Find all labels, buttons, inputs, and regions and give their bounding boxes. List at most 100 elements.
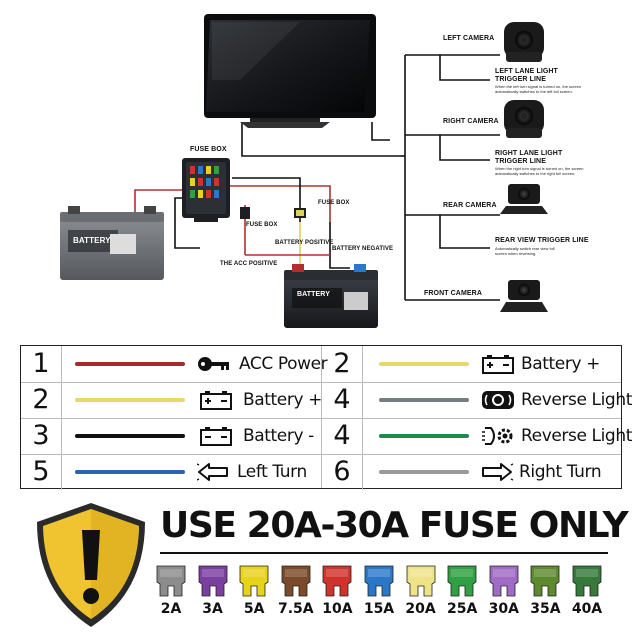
wire-label: Battery + <box>521 354 600 374</box>
reverse-light-icon <box>482 391 514 409</box>
legend-row: 5 Left Turn 6 Right Turn <box>21 454 621 490</box>
fuse-rating-label: 5A <box>243 601 265 617</box>
wire-label: ACC Power <box>239 354 328 374</box>
wire-number: 3 <box>32 420 50 451</box>
fuse-box <box>182 158 230 222</box>
blade-fuse-icon <box>364 565 394 597</box>
blade-fuse-icon <box>447 565 477 597</box>
wire-number: 2 <box>333 348 351 379</box>
right-trigger-desc-2: automatically switches to the right full… <box>495 171 576 176</box>
battery-brand-2: BATTERY <box>297 291 330 298</box>
right-camera-icon <box>504 100 544 138</box>
legend-cell-divider <box>362 454 363 490</box>
warning-shield-icon <box>37 503 145 627</box>
wire-number: 5 <box>32 456 50 487</box>
legend-cell-divider <box>61 382 62 418</box>
blade-fuse-icon <box>406 565 435 597</box>
wire-swatch-battery-plus <box>379 362 469 366</box>
wire-swatch-reverse-light-2 <box>379 434 469 438</box>
right-trigger-desc-1: When the right turn signal is turned on,… <box>495 166 584 171</box>
wire-swatch-right-turn <box>379 470 469 474</box>
fuse-rating-label: 2A <box>160 601 182 617</box>
wire-number: 1 <box>32 348 50 379</box>
rear-camera-icon <box>500 184 548 214</box>
fuse-title-underline <box>160 552 608 554</box>
fuse-warning-title: USE 20A-30A FUSE ONLY <box>160 505 629 546</box>
fuse-rating-label: 7.5A <box>277 601 314 617</box>
wire-label: Reverse Light <box>521 426 632 446</box>
blade-fuse-icon <box>156 565 186 597</box>
legend-cell-divider <box>61 346 62 382</box>
legend-row: 2 Battery + 4 Reverse Light <box>21 382 632 419</box>
wire-number: 2 <box>32 384 50 415</box>
right-camera-label: RIGHT CAMERA <box>443 118 499 125</box>
car-battery <box>60 206 164 280</box>
key-icon <box>198 357 229 371</box>
battery-brand: BATTERY <box>73 236 111 245</box>
battery-icon <box>200 427 232 446</box>
legend-cell-divider <box>362 382 363 418</box>
rear-trigger-label: REAR VIEW TRIGGER LINE <box>495 237 589 244</box>
fuse-rating-label: 40A <box>571 601 603 617</box>
battery-positive-label: BATTERY POSITIVE <box>275 240 334 246</box>
front-camera-icon <box>500 280 548 312</box>
monitor-screen <box>204 14 376 128</box>
wire-label: Right Turn <box>519 462 602 482</box>
left-trigger-label-2: TRIGGER LINE <box>495 76 546 83</box>
left-trigger-desc-1: When the left turn signal is turned on, … <box>495 84 582 89</box>
left-trigger-label-1: LEFT LANE LIGHT <box>495 68 558 75</box>
legend-row: 1 ACC Power 2 Battery + <box>21 346 621 383</box>
wire-label: Battery - <box>243 426 314 446</box>
legend-row: 3 Battery - 4 Reverse Light <box>21 418 632 455</box>
wire-number: 6 <box>333 456 351 487</box>
wire-label: Battery + <box>243 390 322 410</box>
legend-cell-divider <box>362 418 363 454</box>
blade-fuse-icon <box>322 565 352 597</box>
fuse-rating-label: 10A <box>322 601 353 617</box>
blade-fuse-icon <box>239 565 269 597</box>
wire-swatch-battery-plus <box>75 398 185 402</box>
auxiliary-battery <box>284 264 378 328</box>
fuse-rating-label: 20A <box>405 601 436 617</box>
wire-swatch-acc-power <box>75 362 185 366</box>
right-trigger-label-2: TRIGGER LINE <box>495 158 546 165</box>
blade-fuse-icon <box>572 565 602 597</box>
wire-number: 4 <box>333 420 351 451</box>
wiring-diagram <box>60 14 548 328</box>
left-camera-label: LEFT CAMERA <box>443 35 495 42</box>
acc-positive-label: THE ACC POSITIVE <box>220 261 278 267</box>
wire-label: Reverse Light <box>521 390 632 410</box>
legend-cell-divider <box>362 346 363 382</box>
battery-negative-label: BATTERY NEGATIVE <box>332 246 394 252</box>
blade-fuse-icon <box>530 565 560 597</box>
battery-icon <box>200 391 232 410</box>
rear-trigger-desc-1: Automatically switch rear view full <box>495 246 555 251</box>
blade-fuse-icon <box>281 565 311 597</box>
fuse-box-label: FUSE BOX <box>190 146 227 153</box>
fuse-rating-label: 30A <box>488 601 519 617</box>
wire-swatch-left-turn <box>75 470 185 474</box>
fuse-rating-label: 3A <box>202 601 223 617</box>
left-camera-icon <box>504 22 544 62</box>
blade-fuse-icon <box>489 565 519 597</box>
right-trigger-label-1: RIGHT LANE LIGHT <box>495 150 563 157</box>
fuse-box-small-label-2: FUSE BOX <box>318 200 350 206</box>
legend-cell-divider <box>61 418 62 454</box>
front-camera-label: FRONT CAMERA <box>424 290 482 297</box>
wire-swatch-reverse-light <box>379 398 469 402</box>
left-turn-icon <box>197 463 228 481</box>
reverse-light-gear-icon <box>482 427 513 445</box>
legend-cell-divider <box>61 454 62 490</box>
rear-camera-label: REAR CAMERA <box>443 202 497 209</box>
wire-label: Left Turn <box>237 462 307 482</box>
fuse-rating-label: 15A <box>363 601 395 617</box>
fuse-box-small-label: FUSE BOX <box>246 222 278 228</box>
wire-number: 4 <box>333 384 351 415</box>
blade-fuse-icon <box>198 565 227 597</box>
wire-color-legend: 1 ACC Power 2 Battery + 2 <box>20 345 632 490</box>
left-trigger-desc-2: automatically switches to the left full … <box>495 89 573 94</box>
legend-center-divider <box>321 346 322 488</box>
fuse-rating-label: 35A <box>530 601 561 617</box>
battery-icon <box>482 355 514 374</box>
rear-trigger-desc-2: screen when reversing. <box>495 251 537 256</box>
